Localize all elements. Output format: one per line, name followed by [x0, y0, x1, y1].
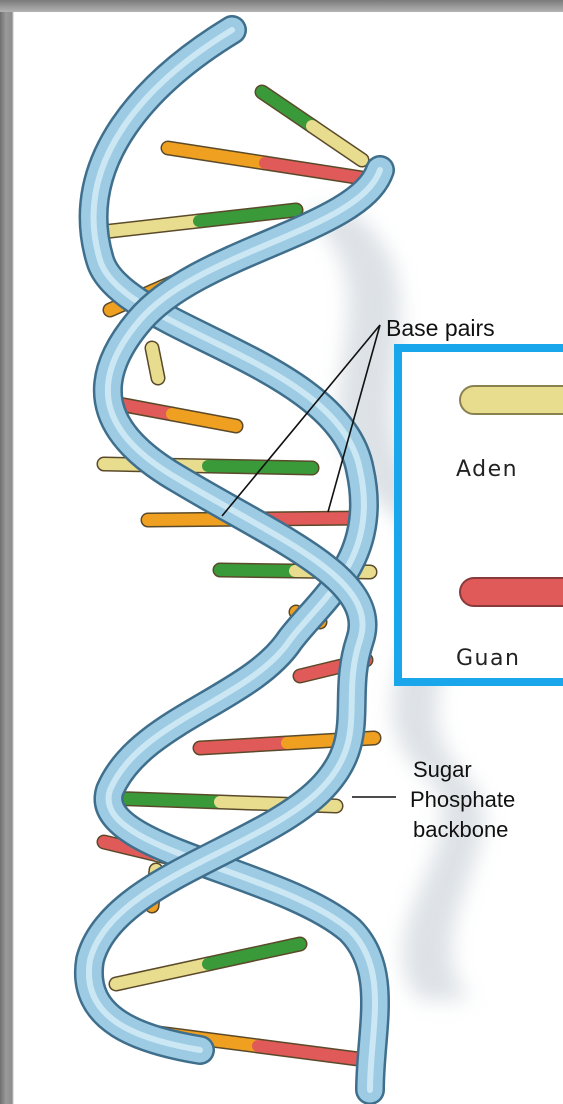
base-pair-7-half-2: [208, 466, 312, 468]
legend-item-adenine: Aden: [456, 457, 518, 482]
base-pair-2-half-2: [265, 163, 362, 178]
base-pair-5-half-2: [155, 363, 158, 378]
sugar-label: Sugar: [413, 757, 472, 782]
base-pair-12-half-1: [200, 743, 287, 748]
base-pair-3-half-2: [199, 210, 296, 221]
backbone-label: backbone: [413, 817, 508, 842]
guanine-swatch: [460, 578, 563, 606]
base-pair-3-half-1: [102, 221, 199, 232]
base-pair-1-half-2: [312, 126, 362, 160]
base-pairs-label: Base pairs: [386, 315, 495, 341]
phosphate-label: Phosphate: [410, 787, 515, 812]
adenine-swatch: [460, 386, 563, 414]
base-pair-9-half-1: [220, 570, 295, 571]
legend-item-guanine: Guan: [456, 646, 520, 671]
base-pair-2-half-1: [168, 148, 265, 163]
base-pair-17-half-2: [258, 1046, 366, 1060]
base-pair-6-half-2: [172, 414, 236, 426]
base-pair-1-half-1: [262, 92, 312, 126]
legend-box: Aden Guan: [398, 348, 563, 682]
sugar-phosphate-backbone: [89, 30, 380, 1090]
